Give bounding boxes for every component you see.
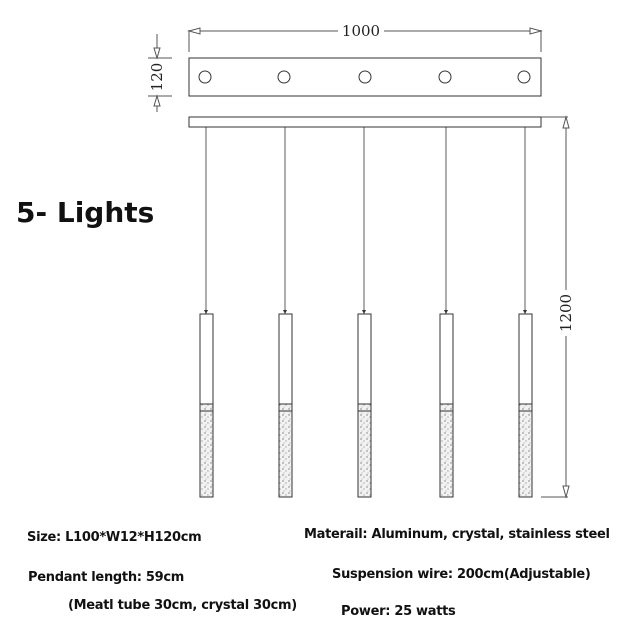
mount-hole-4: [438, 70, 452, 84]
spec-power: Power: 25 watts: [341, 604, 456, 619]
pendant-2: [278, 127, 293, 498]
pendant-4: [439, 127, 454, 498]
spec-suspension-wire: Suspension wire: 200cm(Adjustable): [332, 567, 591, 582]
length-dimension: [187, 27, 543, 52]
mount-hole-2: [277, 70, 291, 84]
length-label: 1000: [342, 22, 380, 40]
pendant-5: [518, 127, 533, 498]
pendant-1: [199, 127, 214, 498]
mount-hole-3: [358, 70, 372, 84]
top-view-canopy: [188, 57, 542, 97]
height-dimension: [541, 115, 570, 499]
spec-material: Materail: Aluminum, crystal, stainless s…: [304, 527, 610, 542]
height-label: 1200: [557, 294, 575, 332]
width-dimension: [148, 34, 172, 112]
spec-size: Size: L100*W12*H120cm: [27, 530, 202, 545]
spec-pendant-length: Pendant length: 59cm: [28, 570, 185, 585]
pendant-3: [357, 127, 372, 498]
mount-hole-1: [198, 70, 212, 84]
mount-hole-5: [517, 70, 531, 84]
page-title: 5- Lights: [16, 196, 155, 229]
width-label: 120: [148, 63, 166, 92]
spec-pendant-detail: (Meatl tube 30cm, crystal 30cm): [68, 598, 297, 613]
front-view-canopy: [188, 116, 542, 128]
